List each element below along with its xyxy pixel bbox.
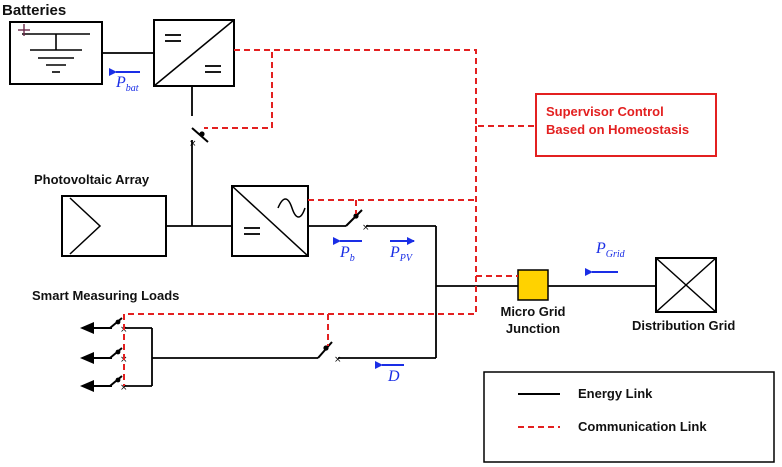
dc-dc-converter: [153, 19, 235, 87]
smart-loads-label: Smart Measuring Loads: [32, 288, 180, 303]
d-label: D: [388, 368, 400, 385]
pbat-label: Pbat: [116, 74, 139, 95]
distribution-grid-label: Distribution Grid: [632, 318, 736, 333]
ppv-label: PPV: [390, 244, 412, 265]
svg-text:×: ×: [362, 223, 370, 233]
switch-battery: ×: [189, 127, 209, 149]
svg-text:×: ×: [334, 355, 342, 365]
pb-label: Pb: [340, 244, 355, 265]
legend-energy-label: Energy Link: [578, 386, 653, 401]
switch-load-main: ×: [317, 341, 342, 365]
pgrid-label: PGrid: [596, 240, 625, 261]
flow-arrows: [109, 68, 618, 369]
svg-text:×: ×: [120, 383, 128, 393]
supervisor-label-line1: Supervisor Control: [546, 104, 664, 119]
batteries-label: Batteries: [2, 2, 67, 19]
supervisor-control-box: [535, 93, 717, 157]
legend: [483, 371, 775, 463]
communication-links: [123, 49, 536, 386]
dc-ac-inverter: [231, 185, 309, 257]
junction-label-line2: Junction: [505, 321, 561, 336]
load-arrows: [80, 322, 112, 392]
switch-load-3: ×: [109, 375, 128, 393]
svg-text:×: ×: [189, 139, 197, 149]
distribution-grid-block: [655, 257, 717, 313]
pv-array-label: Photovoltaic Array: [34, 172, 150, 187]
battery-block: [9, 21, 103, 85]
pv-array-block: [61, 195, 167, 257]
legend-comm-label: Communication Link: [578, 419, 707, 434]
switch-pv: ×: [345, 209, 370, 233]
energy-links: [102, 52, 656, 387]
micro-grid-junction: [517, 269, 549, 301]
supervisor-label-line2: Based on Homeostasis: [546, 122, 690, 137]
junction-label-line1: Micro Grid: [500, 304, 566, 319]
